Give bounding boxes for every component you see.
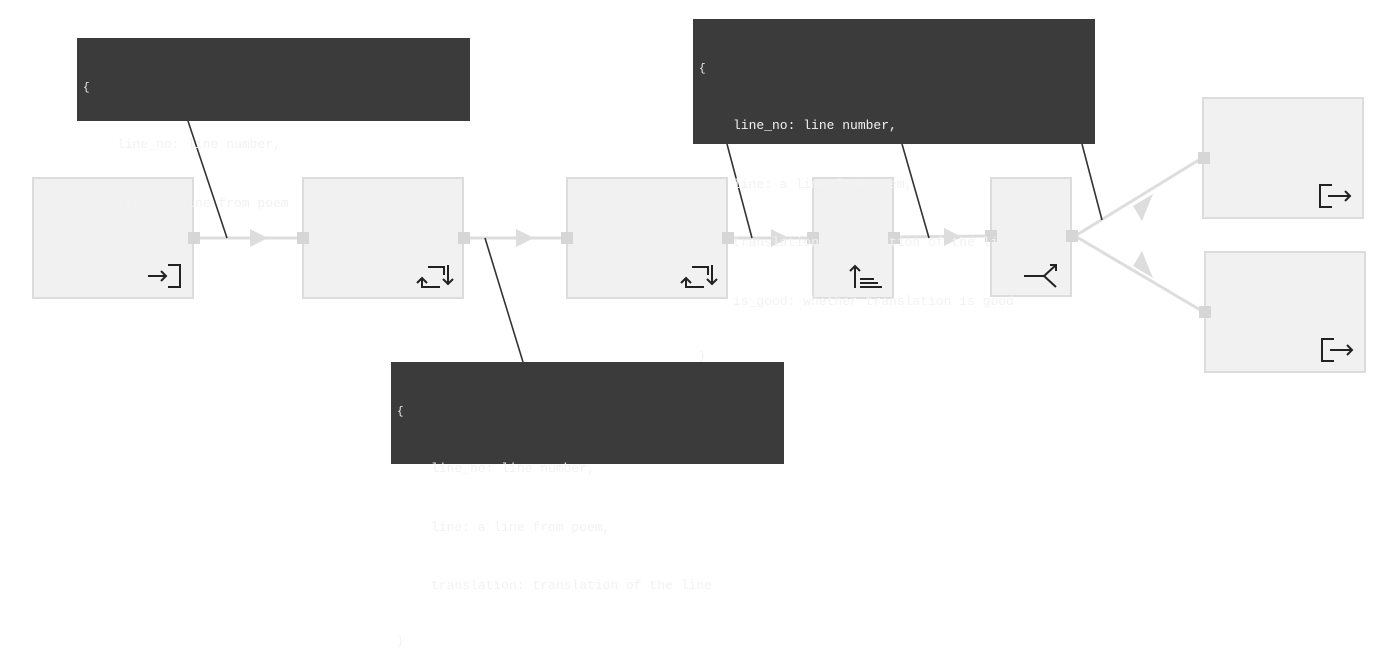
edge-split-to-output-1 [1074, 156, 1203, 238]
input-port[interactable] [297, 232, 309, 244]
edges [196, 156, 1203, 313]
schema-tooltip: { line_no: line number, line: a line fro… [693, 19, 1095, 363]
input-port[interactable] [807, 232, 819, 244]
schema-field: translation: translation of the line, [733, 235, 1022, 250]
edge-arrows [250, 194, 1153, 278]
output-icon [1321, 338, 1354, 362]
leader-line [484, 237, 524, 363]
schema-field: line: a line from poem [117, 195, 289, 211]
arrow-head [771, 229, 789, 247]
output-port[interactable] [888, 232, 900, 244]
schema-tooltip: { line_no: line number, line: a line fro… [77, 38, 470, 265]
arrow-head [944, 228, 962, 246]
schema-open-brace: { [699, 63, 706, 75]
output-port[interactable] [458, 232, 470, 244]
arrow-head [250, 229, 268, 247]
schema-field: is_good: whether translation is good [733, 293, 1014, 309]
schema-open-brace: { [397, 406, 404, 418]
leader-line [187, 120, 228, 239]
transform-icon [680, 265, 718, 288]
split-node[interactable] [990, 177, 1072, 297]
schema-field: line: a line from poem, [733, 176, 913, 192]
arrow-head [516, 229, 534, 247]
schema-tooltip: { line_no: line number, line: a line fro… [391, 362, 784, 648]
input-port[interactable] [985, 230, 997, 242]
schema-field: line_no: line number, [117, 137, 281, 152]
input-node[interactable] [32, 177, 194, 299]
split-icon [1024, 264, 1057, 288]
output-port[interactable] [722, 232, 734, 244]
output-icon [1319, 184, 1352, 208]
input-port[interactable] [1199, 306, 1211, 318]
output-port[interactable] [188, 232, 200, 244]
edge-sort-to-split [896, 234, 988, 239]
schema-close-brace: } [83, 253, 90, 265]
schema-open-brace: { [83, 82, 90, 94]
edge-split-to-output-2 [1074, 234, 1203, 313]
input-icon [148, 264, 181, 288]
schema-close-brace: } [397, 635, 404, 648]
pipeline-canvas [187, 120, 1203, 363]
sort-node[interactable] [812, 177, 894, 299]
output-1-node[interactable] [1202, 97, 1364, 219]
input-port[interactable] [561, 232, 573, 244]
transform-icon [416, 265, 454, 288]
output-port[interactable] [1066, 230, 1078, 242]
schema-field: line_no: line number, [733, 118, 897, 133]
leader-line [726, 143, 753, 239]
schema-field: line_no: line number, [431, 461, 595, 476]
schema-close-brace: } [699, 351, 706, 363]
sort-icon [849, 264, 882, 288]
schema-field: translation: translation of the line [431, 578, 712, 593]
output-2-node[interactable] [1204, 251, 1366, 373]
arrow-head [1133, 194, 1153, 221]
map-1-node[interactable] [302, 177, 464, 299]
leader-line [1081, 143, 1103, 221]
schema-field: line: a line from poem, [431, 519, 611, 535]
leader-lines [187, 120, 1103, 363]
input-port[interactable] [1198, 152, 1210, 164]
leader-line [901, 143, 930, 239]
arrow-head [1133, 251, 1153, 278]
